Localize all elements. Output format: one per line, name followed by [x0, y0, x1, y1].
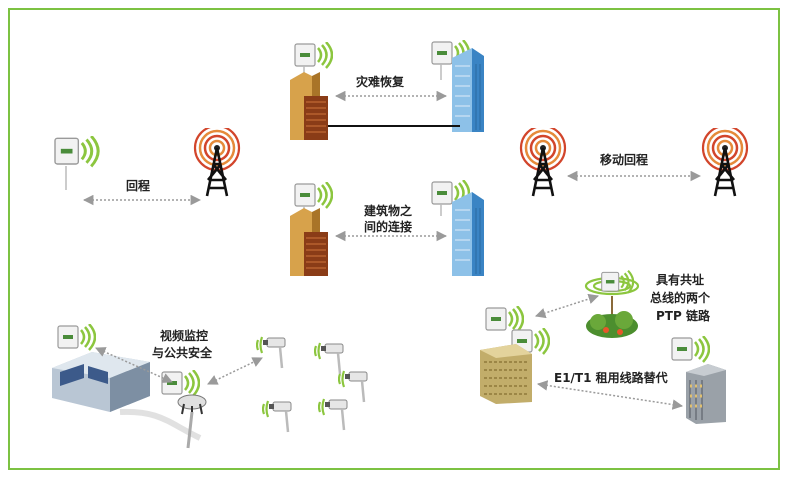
cell-tower-icon: [701, 128, 749, 198]
wireless-radio-icon: [160, 370, 200, 398]
label-leased-line: E1/T1 租用线路替代: [554, 371, 668, 385]
wireless-radio-icon: [53, 136, 100, 168]
building-connection-group: [289, 180, 485, 276]
office-building-icon: [289, 207, 329, 276]
label-mobile-backhaul: 移动回程: [600, 153, 649, 167]
wireless-link-arrow: [536, 380, 684, 410]
cctv-camera-icon: [256, 335, 287, 370]
label-colocated-line2: 总线的两个: [650, 291, 711, 305]
colocated-ptp-group: [480, 270, 726, 424]
wireless-radio-icon: [600, 270, 634, 294]
office-building-icon: [686, 364, 726, 424]
backhaul-group: [53, 128, 241, 206]
cctv-camera-icon: [262, 399, 293, 434]
office-building-icon: [451, 47, 485, 132]
label-video-line1: 视频监控: [160, 329, 209, 343]
wireless-radio-icon: [56, 324, 96, 352]
office-building-icon: [289, 71, 329, 140]
control-room-icon: [52, 352, 150, 412]
label-video-line2: 与公共安全: [152, 346, 213, 360]
wireless-radio-icon: [293, 182, 333, 210]
label-building-connection-line2: 间的连接: [364, 220, 413, 234]
office-building-icon: [480, 344, 532, 404]
wireless-link-arrow: [207, 357, 263, 385]
label-building-connection-line1: 建筑物之: [364, 204, 413, 218]
wireless-radio-icon: [670, 336, 710, 364]
colocated-radio-with-tree: [584, 270, 640, 338]
cctv-camera-icon: [314, 341, 345, 376]
label-colocated-line3: PTP 链路: [656, 309, 710, 323]
disaster-recovery-group: [289, 40, 485, 140]
label-colocated-line1: 具有共址: [656, 273, 705, 287]
office-building-icon: [451, 191, 485, 276]
cctv-camera-icon: [338, 369, 369, 404]
antenna-mast-icon: [177, 394, 207, 449]
cctv-camera-icon: [318, 397, 349, 432]
cell-tower-icon: [193, 128, 241, 198]
wireless-link-arrow: [535, 293, 599, 319]
wireless-link-arrow: [95, 347, 173, 383]
label-disaster-recovery: 灾难恢复: [356, 75, 405, 89]
cell-tower-icon: [519, 128, 567, 198]
wireless-radio-icon: [484, 306, 524, 334]
wireless-radio-icon: [293, 42, 333, 70]
mobile-backhaul-group: [519, 128, 749, 198]
label-backhaul: 回程: [126, 179, 151, 193]
video-surveillance-group: [52, 324, 369, 449]
tree-icon: [586, 311, 638, 338]
